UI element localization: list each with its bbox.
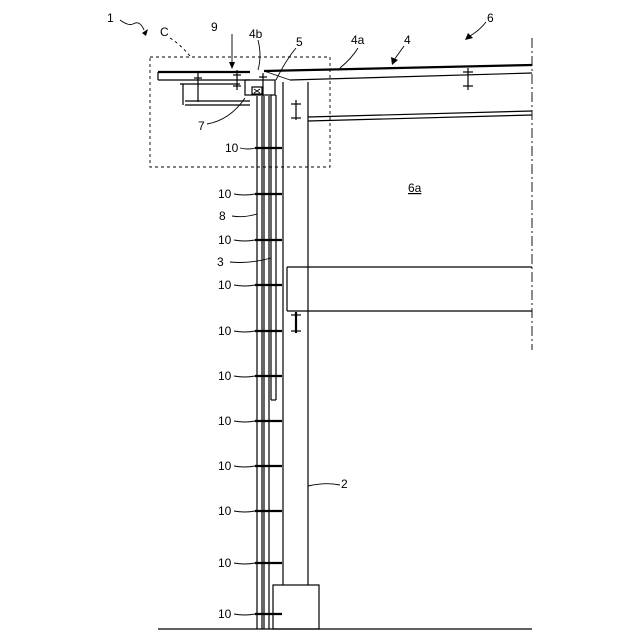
ref-4a: 4a <box>351 33 365 47</box>
ref-2: 2 <box>341 477 348 491</box>
ref-8: 8 <box>219 209 226 223</box>
ref-10: 10 <box>225 141 239 155</box>
ref-5: 5 <box>296 35 303 49</box>
detail-region-c <box>150 57 330 167</box>
ref-10: 10 <box>218 233 232 247</box>
column-2 <box>273 82 319 629</box>
ref-3: 3 <box>217 255 224 269</box>
ref-10: 10 <box>218 607 232 621</box>
ref-10: 10 <box>218 187 232 201</box>
ref-4b: 4b <box>249 27 263 41</box>
ladder-rails-8 <box>257 96 269 629</box>
ref-7: 7 <box>198 119 205 133</box>
leader-lines <box>120 20 486 615</box>
ref-9: 9 <box>211 20 218 34</box>
ref-6: 6 <box>487 11 494 25</box>
ref-4: 4 <box>404 33 411 47</box>
ref-10: 10 <box>218 414 232 428</box>
ref-c: C <box>160 25 169 39</box>
ref-10: 10 <box>218 556 232 570</box>
roof-4 <box>264 65 532 121</box>
ref-10: 10 <box>218 369 232 383</box>
ref-10: 10 <box>218 504 232 518</box>
ref-6a: 6a <box>408 181 422 195</box>
floor-beam <box>287 267 532 333</box>
leader-c <box>170 38 190 56</box>
ref-1: 1 <box>107 11 114 25</box>
ref-10: 10 <box>218 278 232 292</box>
ref-10: 10 <box>218 324 232 338</box>
ref-10: 10 <box>218 459 232 473</box>
downpipe-3 <box>271 95 276 400</box>
